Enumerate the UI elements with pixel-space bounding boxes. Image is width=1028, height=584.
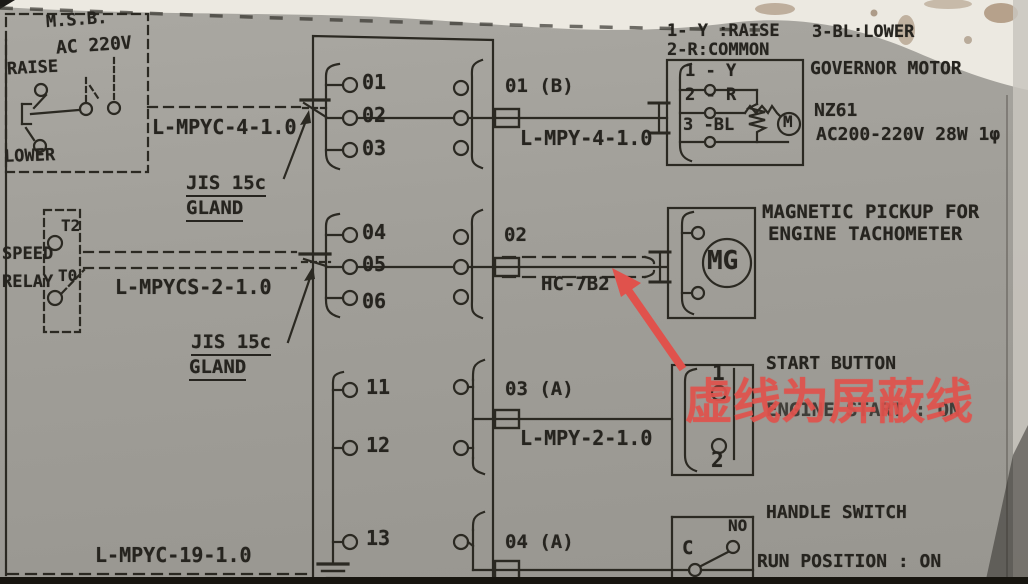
start-button-term-2: 2 — [711, 448, 724, 472]
annotation-arrow — [612, 268, 687, 372]
shield-annotation-text: 虚线为屏蔽线 — [685, 374, 974, 430]
terminal-group-right-3 — [452, 358, 486, 476]
motor-symbol-icon: M — [783, 112, 793, 131]
wire-tag-start: 03 (A) — [505, 378, 574, 400]
wire-tag-pickup: 02 — [504, 224, 527, 246]
pickup-title-line2: ENGINE TACHOMETER — [768, 223, 963, 245]
gland1-jis-label: JIS 15c — [186, 173, 267, 197]
governor-motor-symbol — [647, 58, 805, 167]
page-edge-top — [0, 0, 1028, 90]
governor-term-2: 2 - R — [685, 85, 737, 105]
terminal-group-left-04-06 — [324, 212, 359, 319]
start-button-symbol — [670, 363, 755, 477]
governor-legend-2: 2-R:COMMON — [667, 40, 770, 60]
magnetic-pickup-symbol — [648, 206, 757, 320]
start-button-title: START BUTTON — [766, 353, 897, 374]
cable-governor-label: L-MPY-4-1.0 — [520, 126, 653, 150]
gland2-jis-label: JIS 15c — [191, 332, 272, 356]
handle-switch-no: NO — [728, 516, 748, 535]
governor-legend-1: 1- Y :RAISE — [667, 21, 780, 41]
governor-rating: AC200-220V 28W 1φ — [816, 124, 1001, 145]
cable-pickup-label: HC-7B2 — [541, 273, 610, 295]
start-button-subtitle: ENGINE START : ON — [766, 399, 961, 421]
governor-model: NZ61 — [814, 100, 858, 121]
handle-switch-title: HANDLE SWITCH — [766, 502, 907, 523]
terminal-label-13: 13 — [366, 526, 391, 550]
terminal-label-01: 01 — [362, 70, 387, 94]
terminal-group-left-11-13 — [331, 370, 359, 564]
photo-bottom-edge — [0, 577, 1028, 584]
wire-tag-handle: 04 (A) — [505, 531, 574, 553]
terminal-group-right-4 — [452, 510, 486, 572]
speed-relay-t2: T2 — [61, 216, 81, 235]
cable-speed-label: L-MPYCS-2-1.0 — [115, 275, 272, 299]
speed-relay-t0: T0 — [58, 266, 78, 285]
cable-start-label: L-MPY-2-1.0 — [520, 426, 653, 450]
speed-relay-symbol — [42, 208, 86, 334]
governor-term-1: 1 - Y — [685, 61, 737, 81]
terminal-label-05: 05 — [362, 252, 387, 276]
handle-switch-subtitle: RUN POSITION : ON — [757, 551, 942, 572]
governor-title: GOVERNOR MOTOR — [810, 58, 962, 79]
gland1-gland-label: GLAND — [186, 198, 244, 222]
pickup-title-line1: MAGNETIC PICKUP FOR — [762, 201, 980, 223]
terminal-label-12: 12 — [366, 433, 391, 457]
cable-gland-symbols — [298, 98, 350, 580]
start-button-term-1: 1 — [712, 361, 725, 385]
terminal-label-11: 11 — [366, 375, 391, 399]
msb-panel-symbol — [4, 12, 150, 174]
shield-dashed-lines — [501, 255, 656, 279]
handle-switch-c: C — [682, 537, 694, 559]
terminal-box — [311, 34, 495, 584]
terminal-group-right-1 — [452, 58, 484, 170]
msb-raise-label: RAISE — [6, 56, 59, 80]
terminal-label-04: 04 — [362, 220, 387, 244]
cable-speed-shielded-pair — [82, 250, 298, 270]
terminal-group-left-01-03 — [324, 62, 359, 171]
terminal-group-right-2 — [452, 208, 484, 320]
terminal-label-06: 06 — [362, 289, 387, 313]
speed-relay-word1: SPEED — [2, 244, 54, 264]
terminal-label-02: 02 — [362, 103, 387, 127]
speed-relay-word2: RELAY — [2, 272, 54, 292]
page-edge-right — [985, 0, 1028, 584]
cable-bottom-label: L-MPYC-19-1.0 — [95, 543, 252, 567]
mg-symbol-icon: MG — [707, 246, 739, 276]
terminal-label-03: 03 — [362, 136, 387, 160]
wire-tag-governor: 01 (B) — [505, 75, 574, 97]
governor-term-3: 3 -BL — [683, 115, 735, 135]
outgoing-wires — [466, 107, 691, 581]
gland-callout-arrows — [282, 110, 315, 344]
governor-legend-3: 3-BL:LOWER — [812, 22, 915, 42]
handle-switch-symbol — [670, 515, 755, 584]
msb-lower-label: LOWER — [3, 145, 56, 167]
gland2-gland-label: GLAND — [189, 357, 247, 381]
cable-msb-label: L-MPYC-4-1.0 — [152, 115, 297, 139]
